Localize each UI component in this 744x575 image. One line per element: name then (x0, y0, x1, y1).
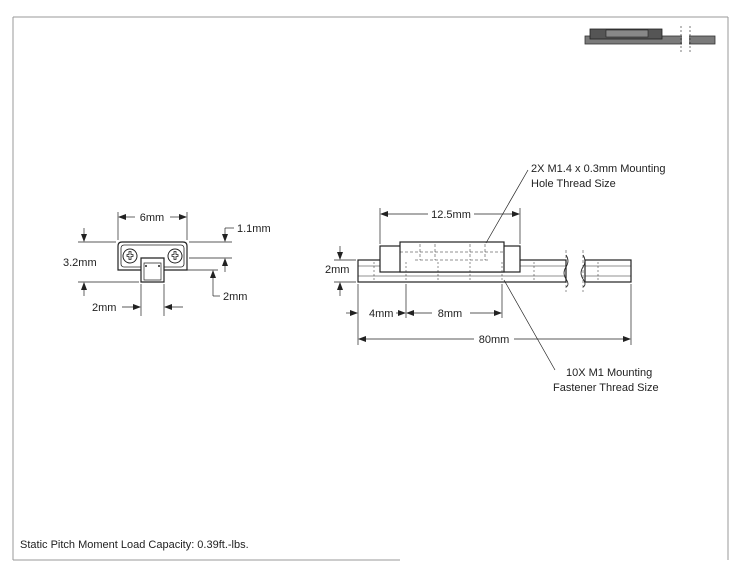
right-screw-icon (167, 248, 183, 264)
end-width-label: 6mm (140, 212, 164, 224)
end-right-gap-label: 2mm (223, 291, 247, 303)
end-view-carriage (117, 241, 188, 271)
load-capacity-note: Static Pitch Moment Load Capacity: 0.39f… (20, 539, 249, 551)
sheet-border (12, 16, 729, 561)
fastener-callout-line1: 10X M1 Mounting (566, 367, 652, 379)
hole-spacing-label: 8mm (438, 308, 462, 320)
rail-height-label: 2mm (325, 264, 349, 276)
end-height-label: 3.2mm (63, 257, 97, 269)
end-view-rail (140, 257, 165, 283)
hole-thread-callout-line2: Hole Thread Size (531, 178, 616, 190)
fastener-callout-line2: Fastener Thread Size (553, 382, 659, 394)
end-view: 6mm 1.1mm 3.2mm 2mm 2mm (63, 212, 271, 316)
end-left-gap-label: 2mm (92, 302, 116, 314)
side-view: 12.5mm 2X M1.4 x 0.3mm Mounting Hole Thr… (325, 163, 666, 394)
rail-length-label: 80mm (479, 334, 510, 346)
carriage-length-label: 12.5mm (431, 209, 471, 221)
left-screw-icon (122, 248, 138, 264)
end-spacing-label: 4mm (369, 308, 393, 320)
thumbnail-preview (584, 26, 716, 52)
end-top-offset-label: 1.1mm (237, 223, 271, 235)
hole-thread-callout-line1: 2X M1.4 x 0.3mm Mounting (531, 163, 666, 175)
